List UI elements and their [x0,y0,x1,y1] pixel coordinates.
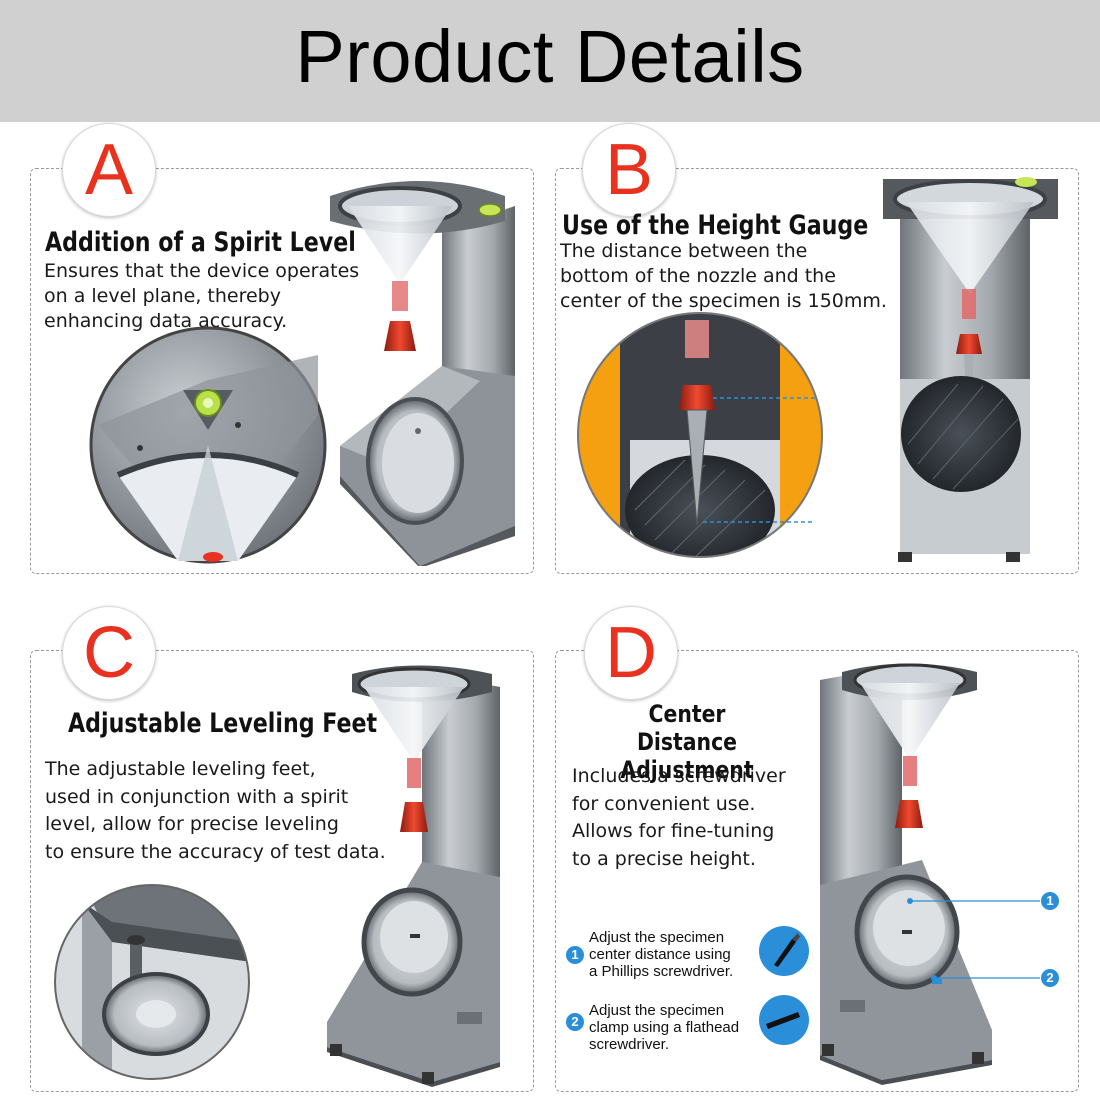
device-marker-1: 1 [1041,892,1059,910]
marker-leader-lines [907,898,1040,981]
page-title: Product Details [295,15,805,98]
tester-device-image-a [330,181,515,566]
phillips-screwdriver-icon [759,926,809,976]
panel-d [555,650,1079,1092]
callout-2-number: 2 [566,1013,584,1031]
panel-b-title: Use of the Height Gauge [562,210,869,241]
spirit-level-icon [183,389,233,430]
panel-d-body: Includes a screwdriver for convenient us… [572,765,786,870]
panel-c-title: Adjustable Leveling Feet [68,708,378,739]
panel-d-badge: D [584,606,678,700]
tester-device-image-c [327,665,500,1087]
device-marker-2: 2 [1041,969,1059,987]
panel-c-body: The adjustable leveling feet, used in co… [45,758,386,863]
panel-a-badge: A [62,123,156,217]
tester-device-image-d [820,663,992,1085]
leveling-foot-zoom-image [54,884,250,1080]
page-header: Product Details [0,0,1100,122]
panel-d-title: Center Distance Adjustment [620,700,754,784]
panel-a-title: Addition of a Spirit Level [45,227,356,258]
tester-device-image-b [883,177,1058,562]
spirit-level-zoom-image [89,326,327,564]
panel-a-body: Ensures that the device operates on a le… [44,260,360,332]
height-gauge-zoom-image [577,312,823,558]
panel-c-badge: C [62,606,156,700]
callout-1-number: 1 [566,946,584,964]
callout-1-text: Adjust the specimen center distance usin… [589,929,734,980]
panel-b-body: The distance between the bottom of the n… [560,240,887,312]
flathead-screwdriver-icon [759,995,809,1045]
panel-b-badge: B [582,123,676,217]
callout-2-text: Adjust the specimen clamp using a flathe… [589,1002,740,1053]
